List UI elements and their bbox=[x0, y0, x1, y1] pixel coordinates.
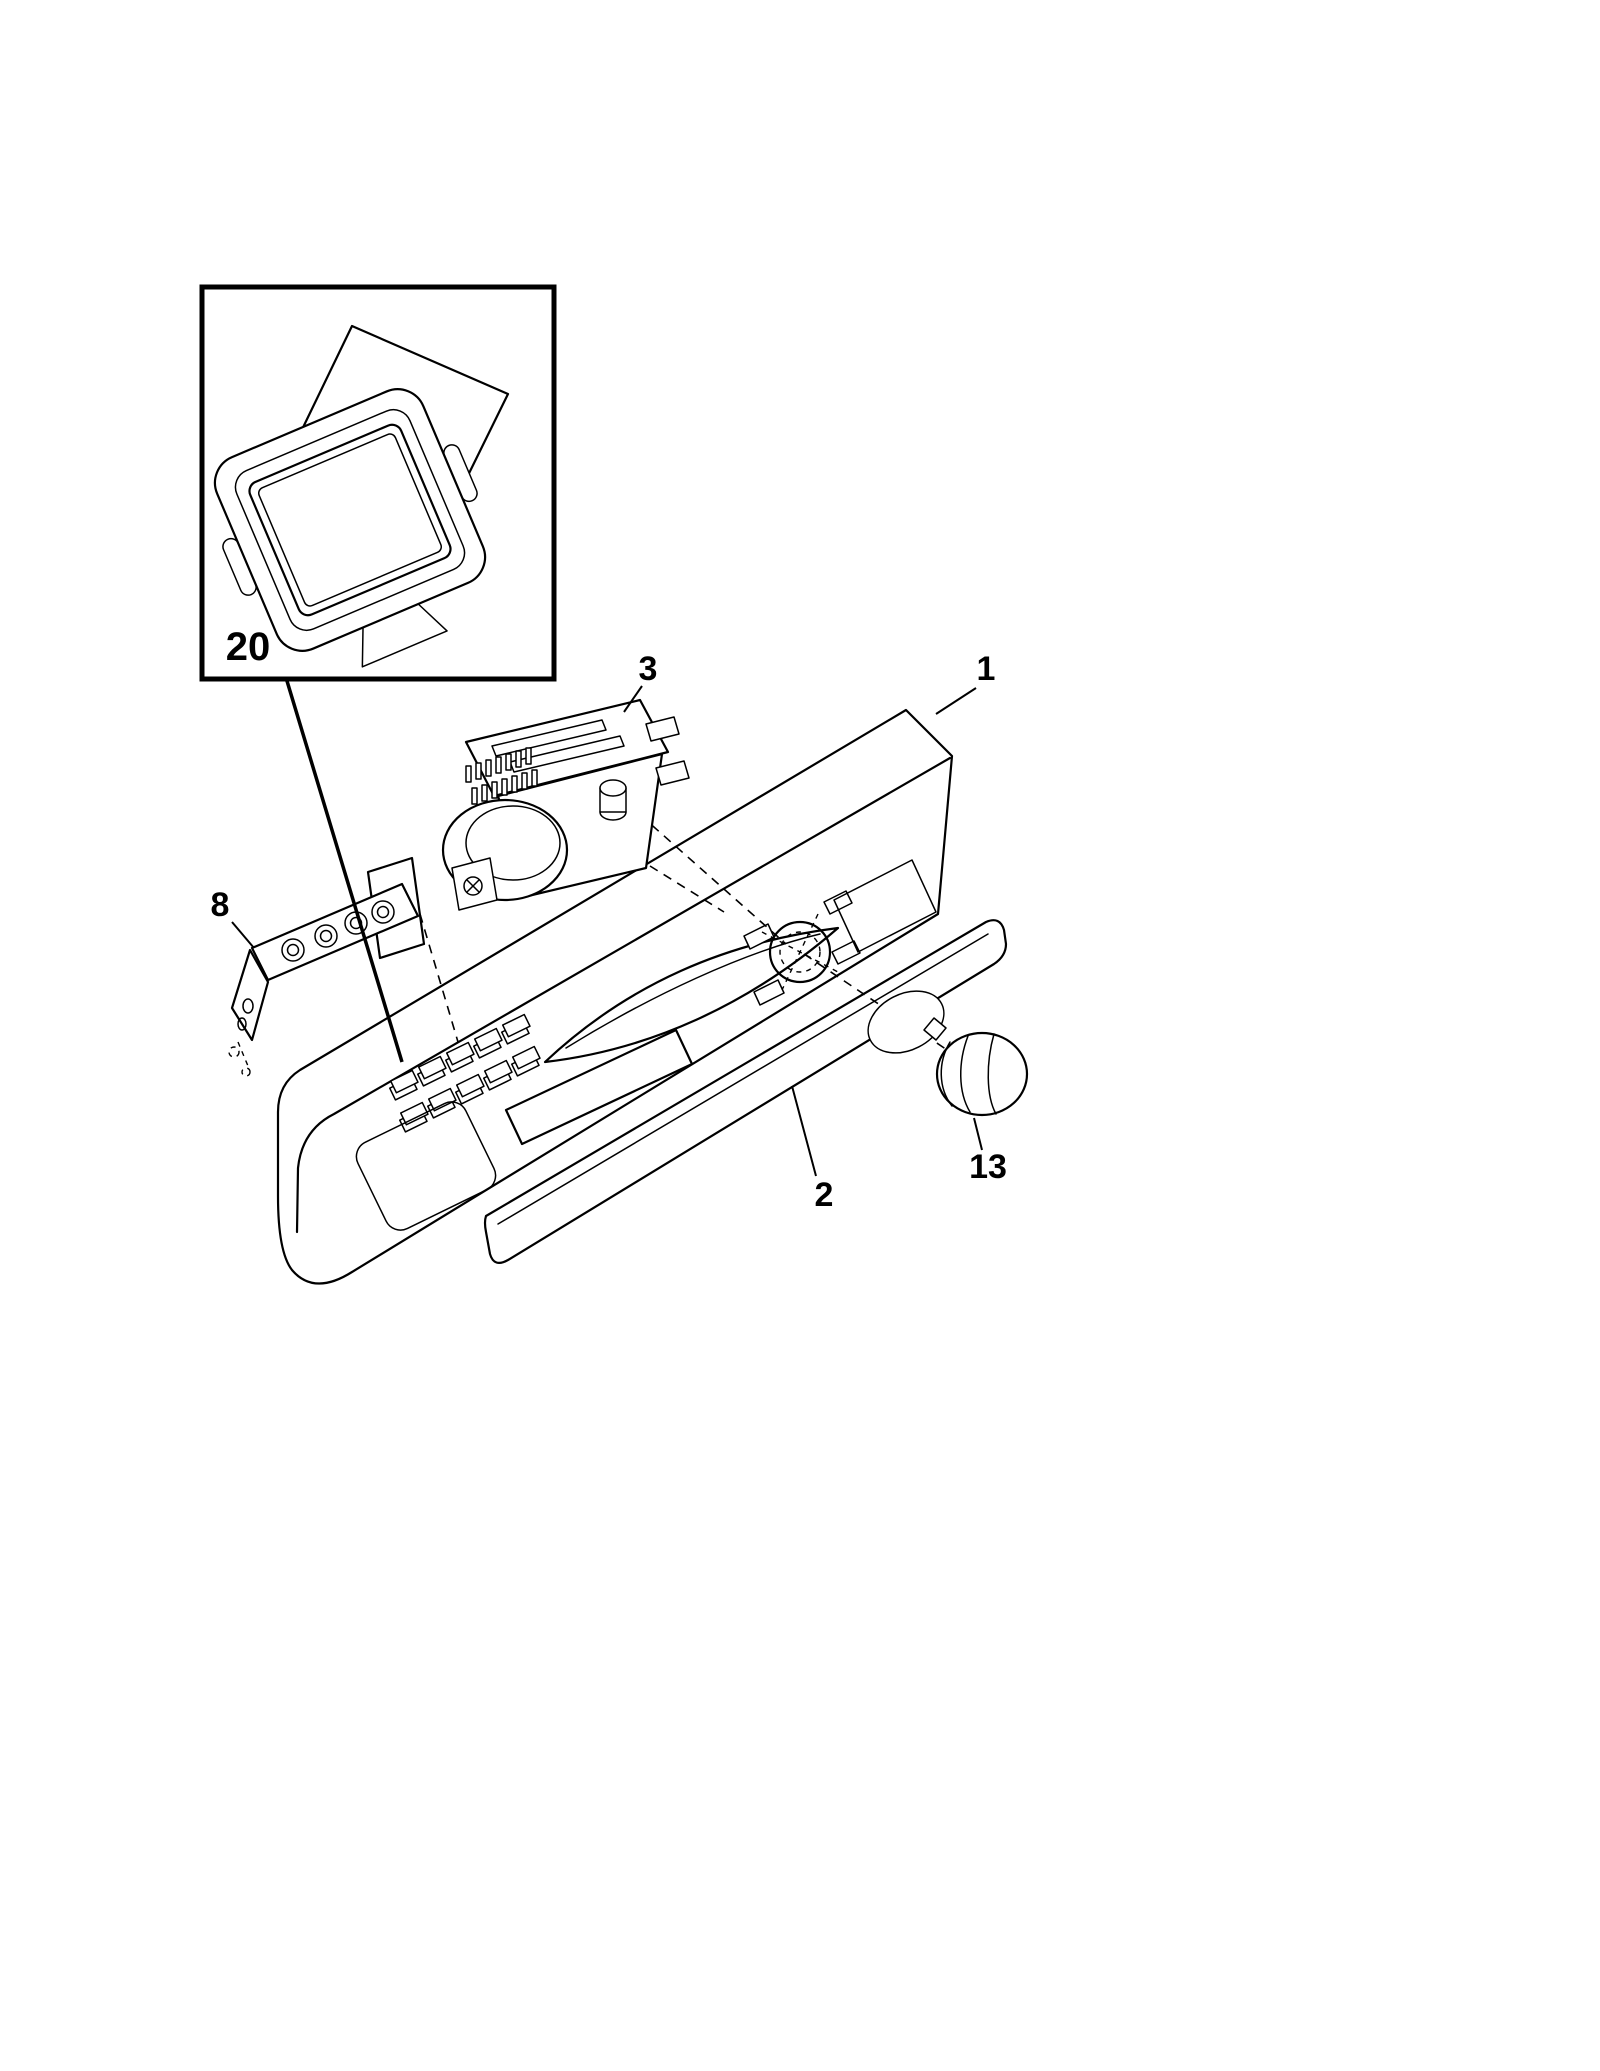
callout-label-insert: 2 bbox=[815, 1176, 834, 1214]
connector-pins bbox=[465, 747, 538, 805]
callout-label-inset-detail: 20 bbox=[226, 625, 271, 669]
control-knob bbox=[923, 1017, 1029, 1117]
leader-bracket bbox=[231, 921, 255, 949]
callout-label-timer: 3 bbox=[639, 650, 658, 688]
button-openings bbox=[388, 1013, 541, 1133]
leader-panel bbox=[935, 687, 977, 715]
dispenser-assembly bbox=[213, 324, 510, 668]
timer-assembly bbox=[441, 698, 690, 911]
inset-detail-box bbox=[199, 284, 557, 682]
panel-insert bbox=[483, 919, 1008, 1265]
timer-shaft bbox=[599, 779, 627, 821]
timer-alignment-dash-2 bbox=[649, 865, 725, 913]
callout-labels: 20 3 1 8 2 13 bbox=[211, 625, 1007, 1214]
timer-alignment-dash bbox=[627, 803, 787, 945]
bracket-alignment-dash bbox=[419, 913, 459, 1043]
callout-label-knob: 13 bbox=[969, 1148, 1007, 1186]
callout-label-panel: 1 bbox=[977, 650, 996, 688]
leader-insert bbox=[791, 1085, 817, 1177]
timer-shaft-hole bbox=[768, 920, 832, 984]
callout-label-bracket: 8 bbox=[211, 886, 230, 924]
leader-timer bbox=[623, 685, 643, 713]
knob-hole bbox=[867, 990, 945, 1054]
mounting-bracket bbox=[228, 856, 426, 1077]
display-cutout bbox=[504, 1028, 694, 1146]
inset-pointer-line bbox=[285, 680, 404, 1063]
leader-knob bbox=[973, 1117, 983, 1151]
control-panel bbox=[276, 708, 954, 1285]
lower-left-recess bbox=[355, 1101, 497, 1231]
